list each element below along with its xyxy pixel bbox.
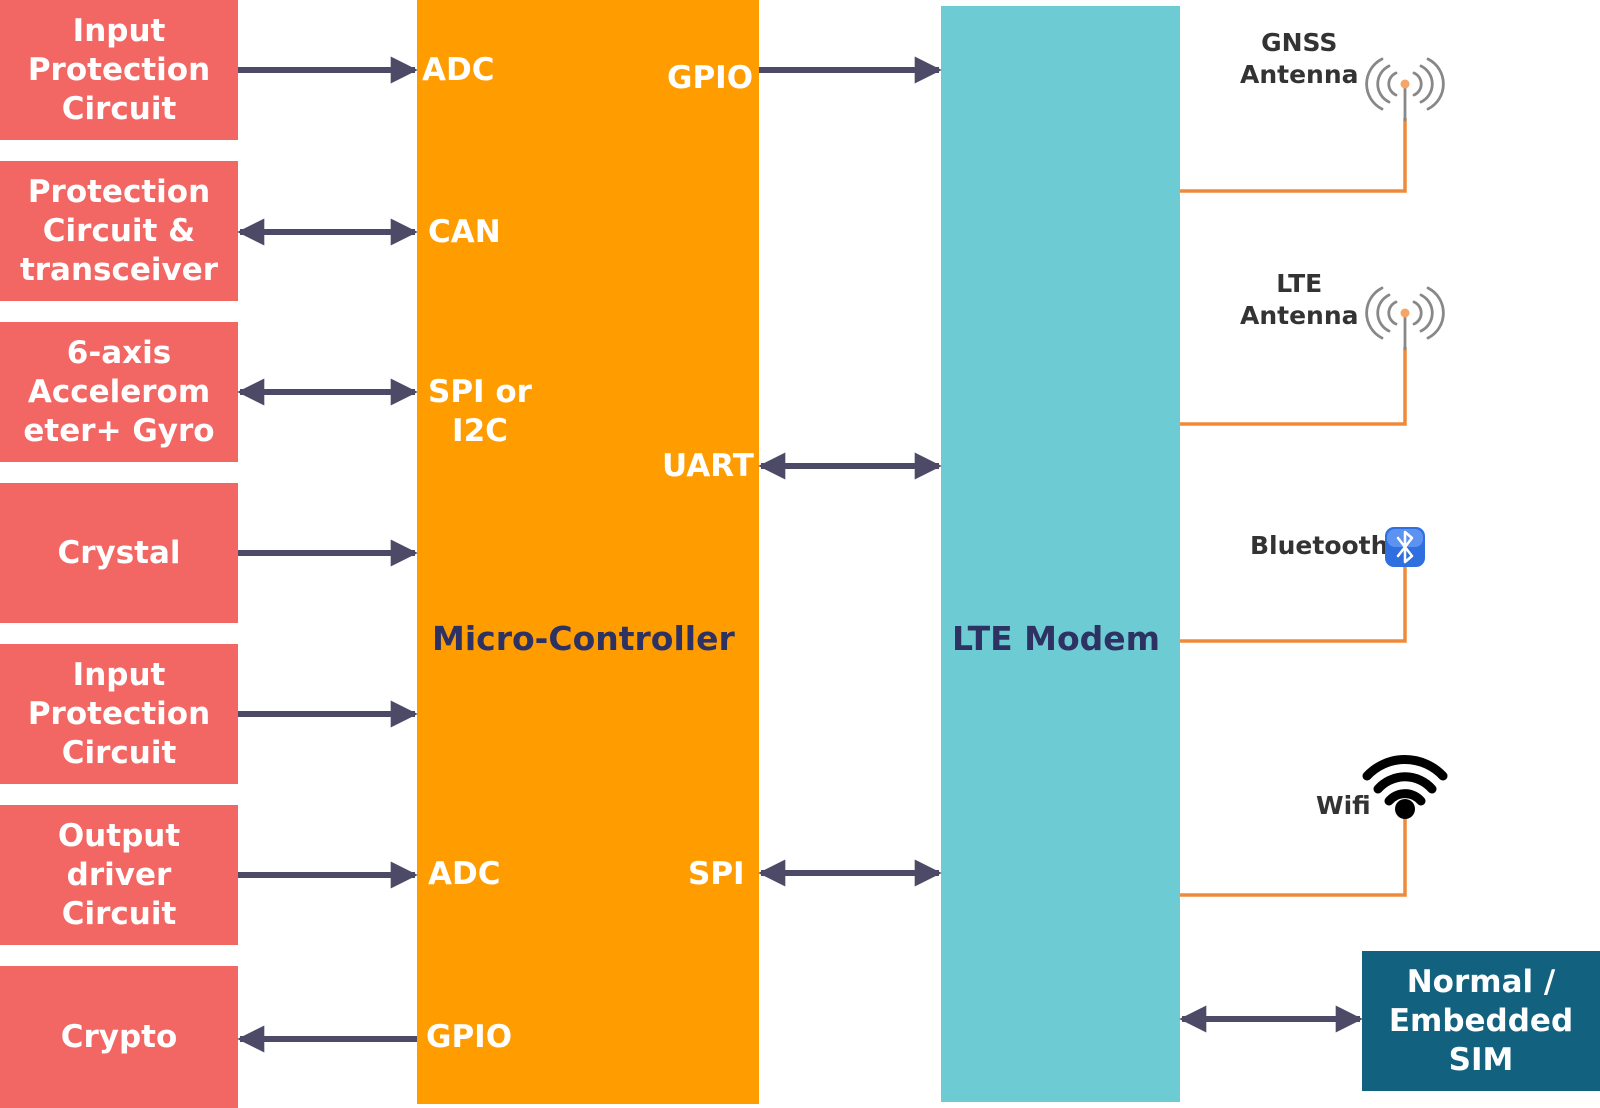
wifi-line	[1180, 813, 1407, 897]
micro-controller-block	[417, 0, 759, 1104]
mcu-port-can: CAN	[428, 214, 501, 250]
lte-modem-title: LTE Modem	[952, 619, 1161, 658]
lte-antenna-icon	[1365, 286, 1445, 351]
wifi-icon	[1362, 755, 1448, 819]
bluetooth-label: Bluetooth	[1250, 531, 1389, 560]
mcu-port-gpio-left: GPIO	[426, 1019, 513, 1055]
output-driver-circuit-block: Output driver Circuit	[0, 805, 238, 945]
accelerometer-gyro-block: 6-axis Accelerom eter+ Gyro	[0, 322, 238, 462]
mcu-port-spi-i2c: SPI or I2C	[428, 374, 532, 449]
gnss-antenna-label: GNSS Antenna	[1240, 28, 1359, 89]
micro-controller-title: Micro-Controller	[432, 619, 735, 658]
wifi-label: Wifi	[1316, 791, 1371, 820]
mcu-port-gpio-right: GPIO	[667, 60, 754, 96]
gnss-antenna-line	[1180, 118, 1407, 193]
mcu-port-adc-2: ADC	[428, 856, 501, 892]
bluetooth-icon	[1385, 527, 1425, 567]
crypto-block: Crypto	[0, 966, 238, 1108]
input-protection-circuit-block-2: Input Protection Circuit	[0, 644, 238, 784]
gnss-antenna-icon	[1365, 57, 1445, 122]
mcu-port-adc-1: ADC	[422, 52, 495, 88]
can-transceiver-block: Protection Circuit & transceiver	[0, 161, 238, 301]
input-protection-circuit-block-1: Input Protection Circuit	[0, 0, 238, 140]
sim-block: Normal / Embedded SIM	[1362, 951, 1600, 1091]
lte-antenna-label: LTE Antenna	[1240, 269, 1359, 330]
bluetooth-line	[1180, 566, 1407, 643]
lte-modem-block	[941, 6, 1180, 1102]
lte-antenna-line	[1180, 347, 1407, 426]
crystal-block: Crystal	[0, 483, 238, 623]
mcu-port-uart: UART	[662, 448, 754, 484]
mcu-port-spi: SPI	[688, 856, 745, 892]
